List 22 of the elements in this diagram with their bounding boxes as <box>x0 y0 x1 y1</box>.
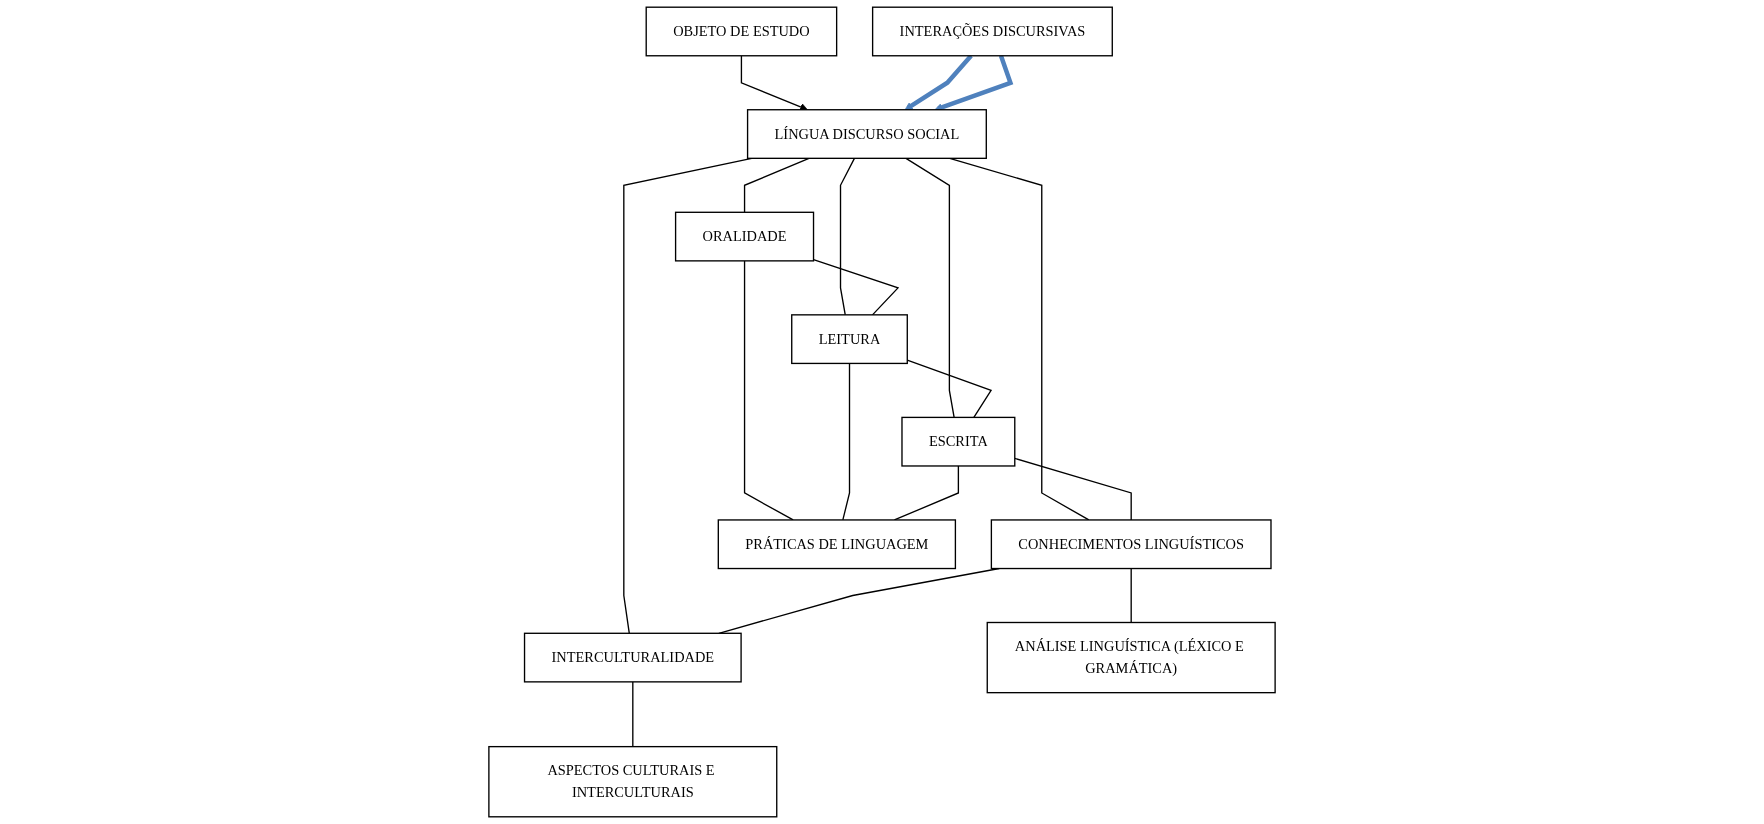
connector <box>743 157 810 213</box>
node-box: ORALIDADE <box>674 211 815 262</box>
connector <box>812 258 900 316</box>
node-box: ANÁLISE LINGUÍSTICA (LÉXICO E GRAMÁTICA) <box>986 621 1276 694</box>
connector <box>842 362 851 521</box>
arrow <box>740 55 808 111</box>
connector <box>839 157 856 316</box>
node-box: CONHECIMENTOS LINGUÍSTICOS <box>990 519 1272 570</box>
connector <box>1014 457 1132 521</box>
node-box: LEITURA <box>791 314 908 365</box>
arrow <box>904 54 973 111</box>
connector <box>632 681 634 748</box>
connector <box>1130 567 1132 624</box>
node-box: INTERAÇÕES DISCURSIVAS <box>871 6 1113 57</box>
node-box: LÍNGUA DISCURSO SOCIAL <box>746 109 987 159</box>
node-box: INTERCULTURALIDADE <box>523 632 742 683</box>
node-box: PRÁTICAS DE LINGUAGEM <box>717 519 957 570</box>
node-box: OBJETO DE ESTUDO <box>645 6 838 57</box>
connector <box>905 157 955 419</box>
node-box: ASPECTOS CULTURAIS E INTERCULTURAIS <box>488 745 778 818</box>
node-box: ESCRITA <box>901 416 1016 467</box>
connector <box>743 260 794 521</box>
